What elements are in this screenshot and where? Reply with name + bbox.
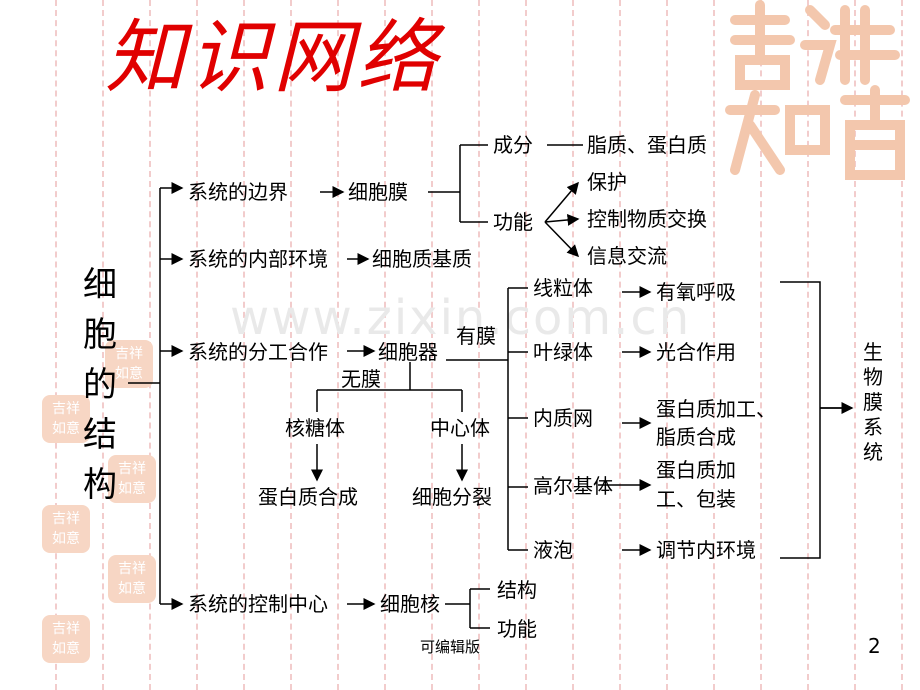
- seal-stamp: [42, 505, 90, 553]
- node-centrosome: 中心体: [430, 416, 490, 440]
- node-centrosome-function: 细胞分裂: [412, 485, 492, 509]
- branch-control-center: 系统的控制中心: [188, 592, 328, 616]
- seal-stamp: [108, 455, 156, 503]
- node-golgi-function-line1: 蛋白质加: [656, 458, 736, 482]
- branch-system-boundary: 系统的边界: [188, 180, 288, 204]
- node-vacuole: 液泡: [533, 538, 573, 562]
- node-function: 功能: [493, 210, 533, 234]
- seal-stamp: [42, 395, 90, 443]
- node-cell-membrane: 细胞膜: [348, 180, 408, 204]
- seal-stamp: [108, 555, 156, 603]
- node-nucleus: 细胞核: [380, 592, 440, 616]
- node-function-exchange: 控制物质交换: [587, 207, 707, 231]
- label-with-membrane: 有膜: [456, 324, 496, 348]
- node-golgi-function-line2: 工、包装: [656, 487, 736, 511]
- seal-stamp: [105, 340, 153, 388]
- node-nucleus-structure: 结构: [497, 578, 537, 602]
- node-er-function-line2: 脂质合成: [656, 425, 736, 449]
- node-composition: 成分: [493, 133, 533, 157]
- seal-stamp: [42, 615, 90, 663]
- node-chloroplast-function: 光合作用: [656, 340, 736, 364]
- node-chloroplast: 叶绿体: [533, 340, 593, 364]
- branch-division-of-labor: 系统的分工合作: [188, 340, 328, 364]
- label-without-membrane: 无膜: [341, 367, 381, 391]
- node-function-communication: 信息交流: [587, 244, 667, 268]
- node-mitochondria: 线粒体: [533, 276, 593, 300]
- node-composition-value: 脂质、蛋白质: [587, 133, 707, 157]
- node-organelles: 细胞器: [378, 340, 438, 364]
- node-ribosome-function: 蛋白质合成: [258, 485, 358, 509]
- branch-internal-environment: 系统的内部环境: [188, 247, 328, 271]
- node-mitochondria-function: 有氧呼吸: [656, 280, 736, 304]
- node-function-protect: 保护: [587, 170, 627, 194]
- watermark: www.zixin.com.cn: [230, 290, 692, 346]
- footer-editable-label: 可编辑版: [420, 638, 481, 656]
- auspicious-seal-large: [725, 0, 910, 180]
- node-er-function-line1: 蛋白质加工、: [656, 397, 776, 421]
- node-vacuole-function: 调节内环境: [656, 538, 756, 562]
- node-nucleus-function: 功能: [497, 617, 537, 641]
- node-endoplasmic-reticulum: 内质网: [533, 406, 593, 430]
- main-topic-cell-structure: 细胞的结构: [83, 265, 117, 505]
- node-biomembrane-system: 生物膜系统: [863, 340, 883, 464]
- page-number: 2: [868, 634, 881, 658]
- page-title: 知识网络: [105, 11, 441, 104]
- node-cytoplasmic-matrix: 细胞质基质: [372, 247, 472, 271]
- node-ribosome: 核糖体: [285, 416, 345, 440]
- node-golgi: 高尔基体: [533, 474, 613, 498]
